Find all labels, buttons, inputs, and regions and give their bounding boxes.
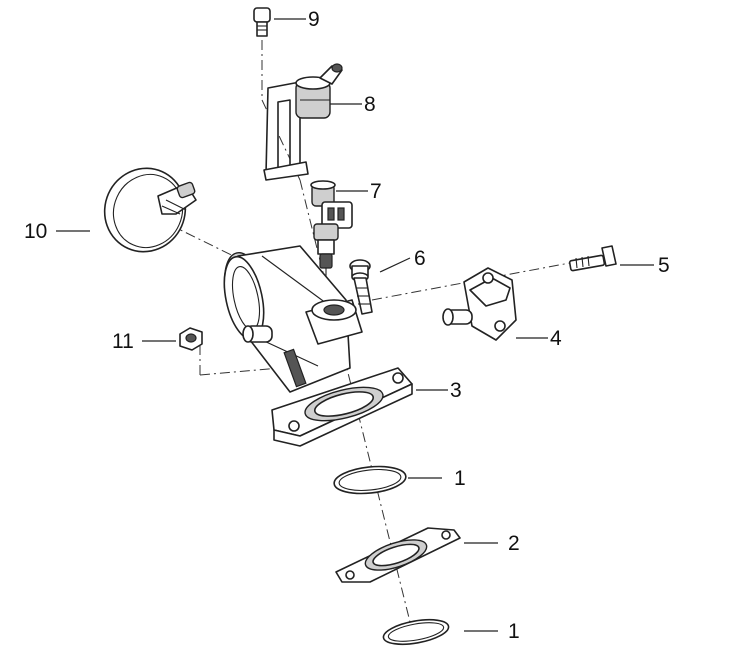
throttle-body-part-3[interactable]	[217, 245, 413, 447]
bracket-part-8[interactable]	[263, 63, 343, 181]
callout-4: 4	[550, 327, 562, 350]
sensor-part-6[interactable]	[349, 259, 373, 315]
callout-labels: 9 8 7 6 5 4 3 1 2 1 10 11	[24, 8, 670, 643]
callout-10: 10	[24, 220, 47, 243]
injector-part-7[interactable]	[310, 180, 353, 278]
callout-5: 5	[658, 254, 670, 277]
callout-9: 9	[308, 8, 320, 31]
gasket-part-2[interactable]	[335, 527, 461, 583]
callout-3: 3	[450, 379, 462, 402]
map-sensor-part-4[interactable]	[442, 267, 517, 341]
callout-11: 11	[112, 330, 134, 353]
o-ring-part-1-upper[interactable]	[333, 463, 407, 496]
callout-8: 8	[364, 93, 376, 116]
leader-lines	[56, 18, 654, 632]
callout-2: 2	[508, 532, 520, 555]
callout-6: 6	[414, 247, 426, 270]
callout-1-upper: 1	[454, 467, 466, 490]
callout-7: 7	[370, 180, 382, 203]
screw-part-9[interactable]	[253, 7, 271, 37]
nut-part-11[interactable]	[179, 327, 203, 351]
bolt-part-5[interactable]	[568, 245, 617, 272]
callout-1-lower: 1	[508, 620, 520, 643]
hose-clamp-part-10[interactable]	[91, 155, 198, 264]
o-ring-part-1-lower[interactable]	[382, 615, 451, 648]
